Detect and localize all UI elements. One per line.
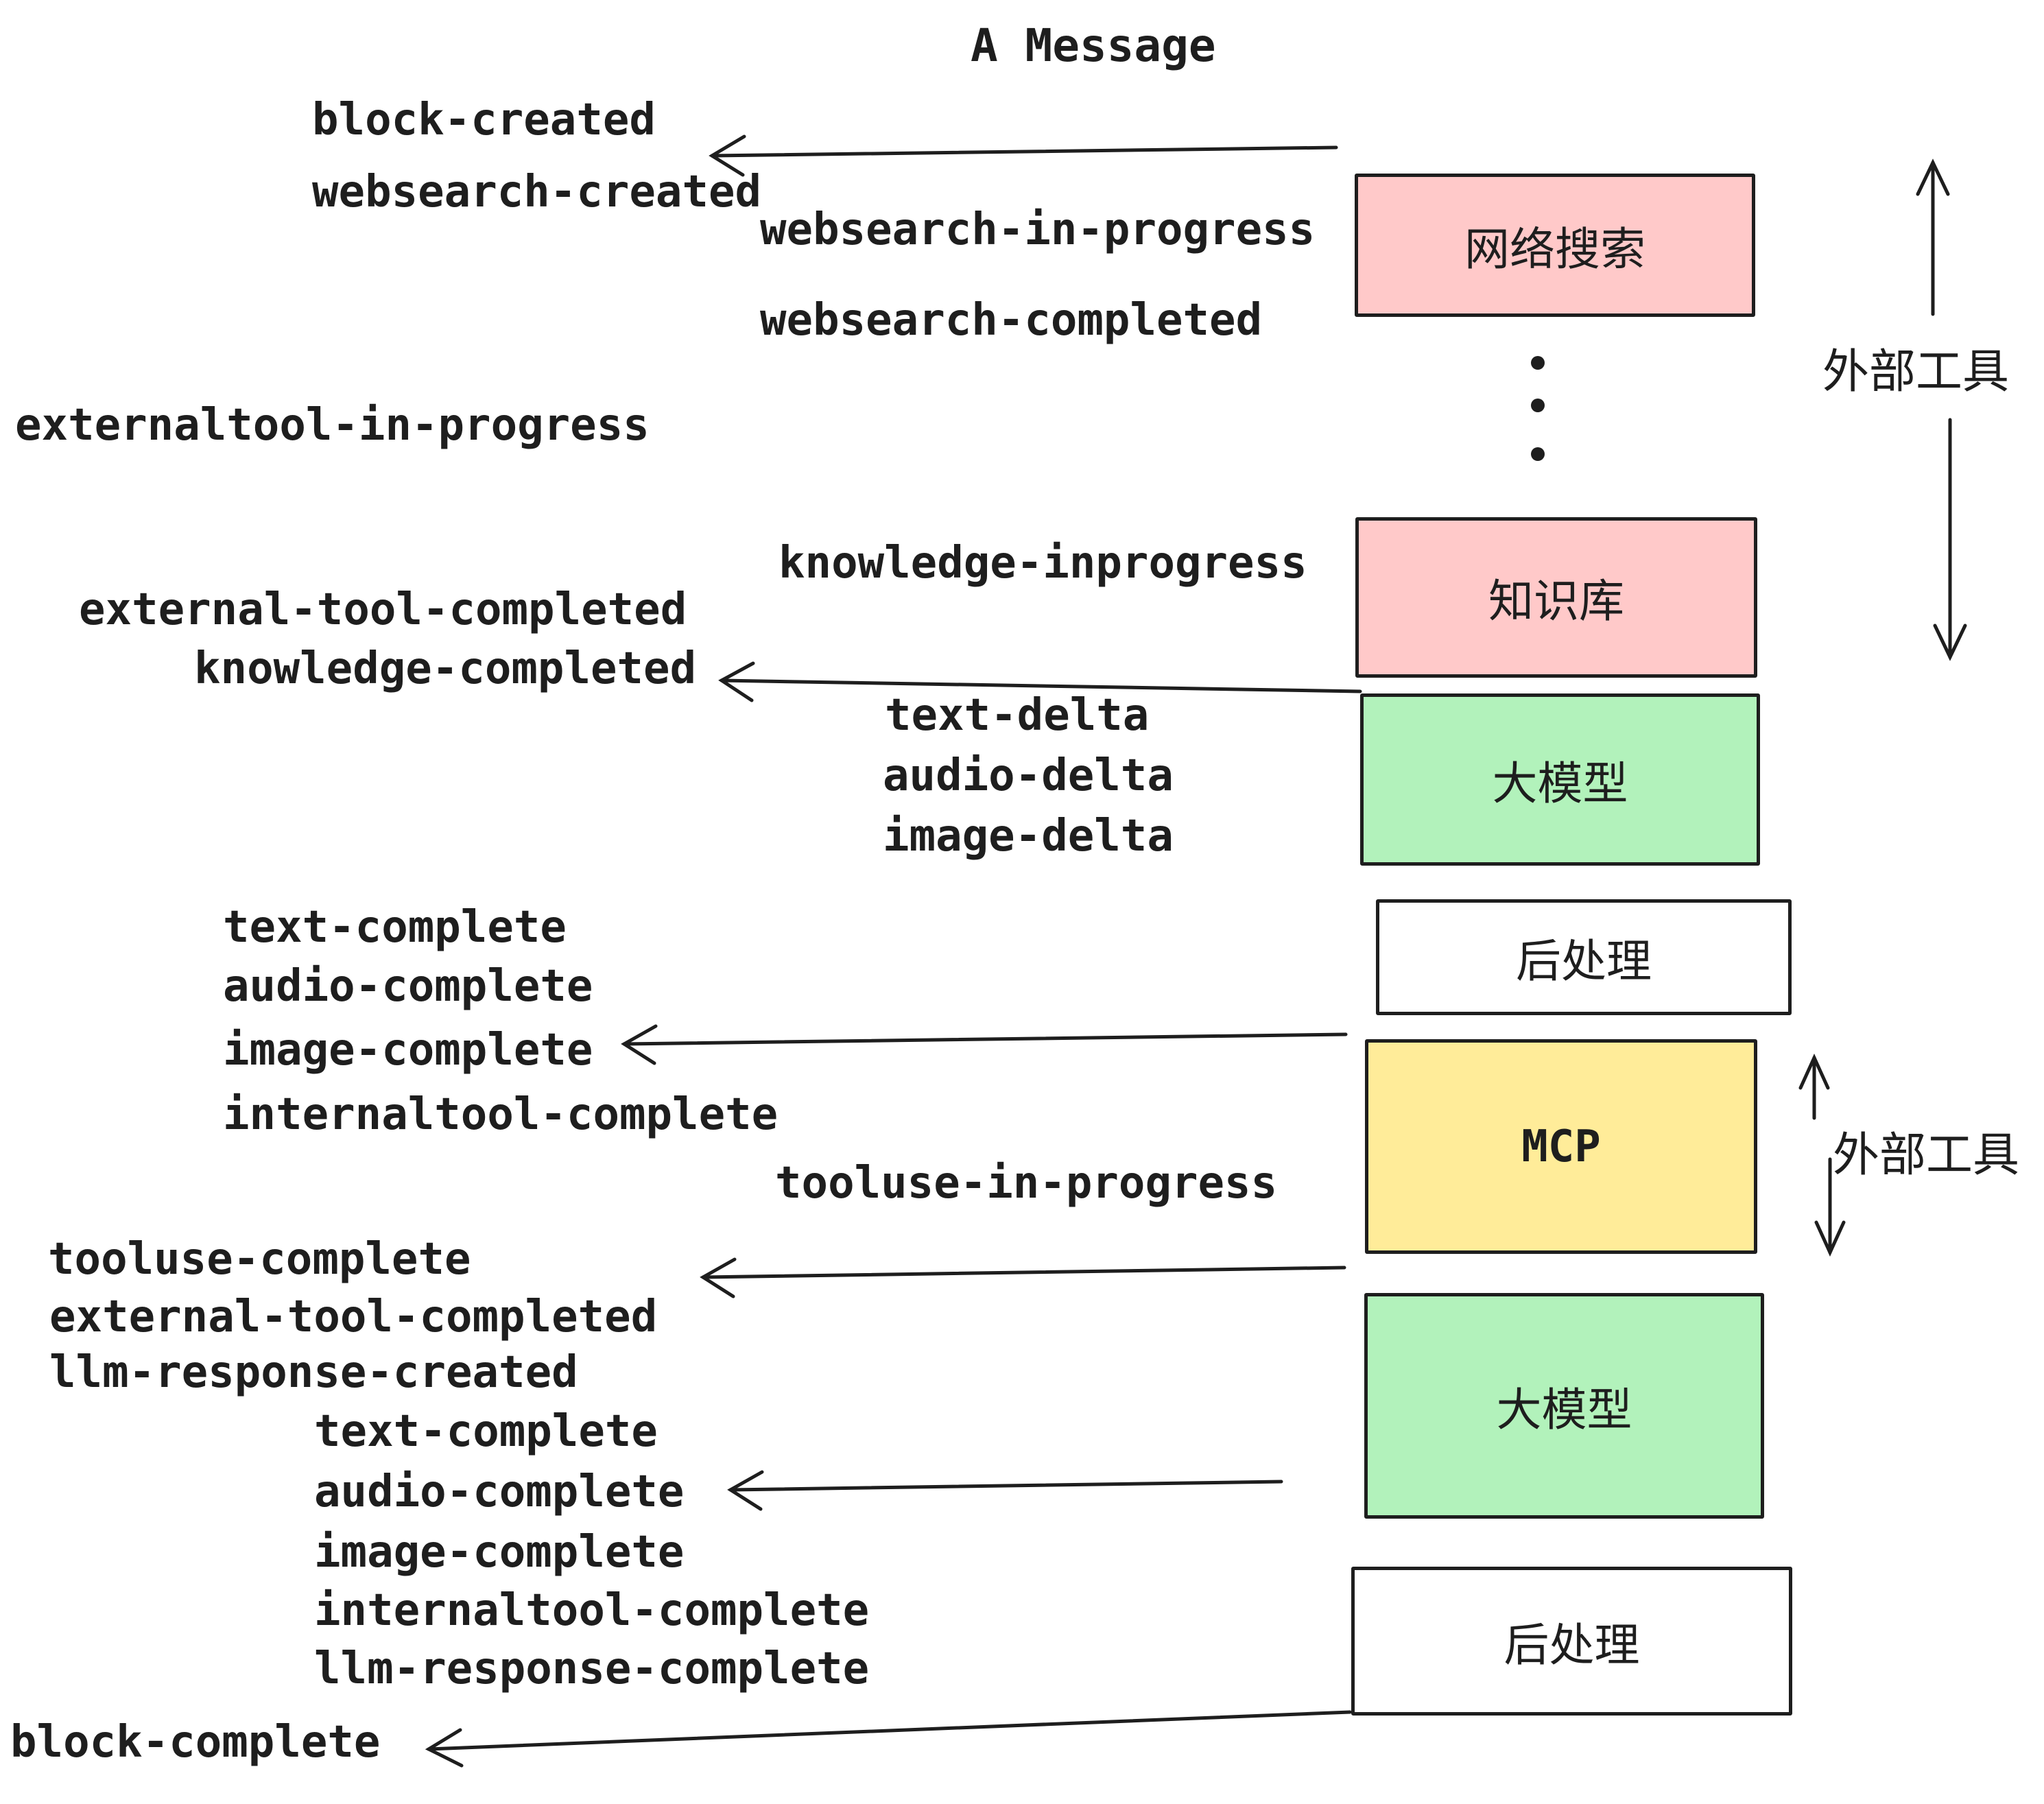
box-web-search: 网络搜索	[1355, 174, 1755, 317]
event-audio-complete-2: audio-complete	[314, 1467, 685, 1517]
arrow-to-websearch-created	[709, 134, 1338, 177]
event-image-complete-2: image-complete	[314, 1527, 685, 1578]
event-image-delta: image-delta	[883, 811, 1174, 862]
event-text-delta: text-delta	[885, 690, 1150, 741]
event-websearch-in-progress: websearch-in-progress	[760, 204, 1316, 255]
arrow-to-tooluse-complete	[700, 1257, 1346, 1298]
arrow-to-audio-complete	[727, 1470, 1283, 1511]
event-text-complete-2: text-complete	[314, 1406, 658, 1457]
mcp-external-tools-up-arrow	[1798, 1053, 1830, 1120]
event-tooluse-complete: tooluse-complete	[48, 1234, 471, 1285]
ellipsis-dots	[1531, 356, 1545, 461]
event-audio-delta: audio-delta	[883, 750, 1174, 801]
event-text-complete: text-complete	[223, 902, 567, 953]
event-external-tool-completed: external-tool-completed	[79, 584, 687, 635]
box-post-process-label: 后处理	[1516, 934, 1652, 988]
arrow-to-image-complete	[621, 1024, 1348, 1065]
event-llm-response-created: llm-response-created	[49, 1347, 578, 1398]
box-mcp: MCP	[1365, 1039, 1757, 1254]
box-post-process-2: 后处理	[1351, 1567, 1792, 1716]
box-llm-label: 大模型	[1492, 757, 1628, 810]
event-llm-response-complete: llm-response-complete	[314, 1643, 870, 1694]
box-mcp-label: MCP	[1521, 1121, 1601, 1172]
event-knowledge-inprogress: knowledge-inprogress	[779, 538, 1307, 589]
box-post-process: 后处理	[1376, 899, 1792, 1015]
event-image-complete: image-complete	[223, 1025, 593, 1076]
diagram-title: A Message	[971, 19, 1216, 72]
box-knowledge-base-label: 知识库	[1488, 575, 1624, 628]
external-tools-down-arrow	[1933, 418, 1967, 661]
external-tools-up-arrow	[1916, 158, 1950, 316]
box-llm-2: 大模型	[1364, 1293, 1764, 1519]
event-websearch-completed: websearch-completed	[760, 295, 1263, 346]
mcp-external-tools-label: 外部工具	[1833, 1128, 2020, 1183]
box-post-process-2-label: 后处理	[1504, 1618, 1640, 1672]
box-knowledge-base: 知识库	[1355, 517, 1757, 678]
event-block-created: block-created	[312, 95, 656, 145]
event-websearch-created: websearch-created	[312, 167, 762, 217]
box-llm-2-label: 大模型	[1496, 1383, 1632, 1436]
event-block-complete: block-complete	[10, 1717, 381, 1768]
box-llm: 大模型	[1360, 693, 1760, 866]
event-knowledge-completed: knowledge-completed	[194, 643, 697, 694]
arrow-to-block-complete	[425, 1710, 1352, 1768]
event-internaltool-complete: internaltool-complete	[223, 1089, 779, 1140]
event-audio-complete: audio-complete	[223, 961, 593, 1012]
event-externaltool-in-progress: externaltool-in-progress	[15, 400, 650, 451]
event-external-tool-completed-2: external-tool-completed	[49, 1292, 658, 1342]
event-internaltool-complete-2: internaltool-complete	[314, 1585, 870, 1636]
box-web-search-label: 网络搜索	[1464, 222, 1645, 276]
event-tooluse-in-progress: tooluse-in-progress	[775, 1158, 1278, 1209]
external-tools-label: 外部工具	[1822, 345, 2010, 399]
